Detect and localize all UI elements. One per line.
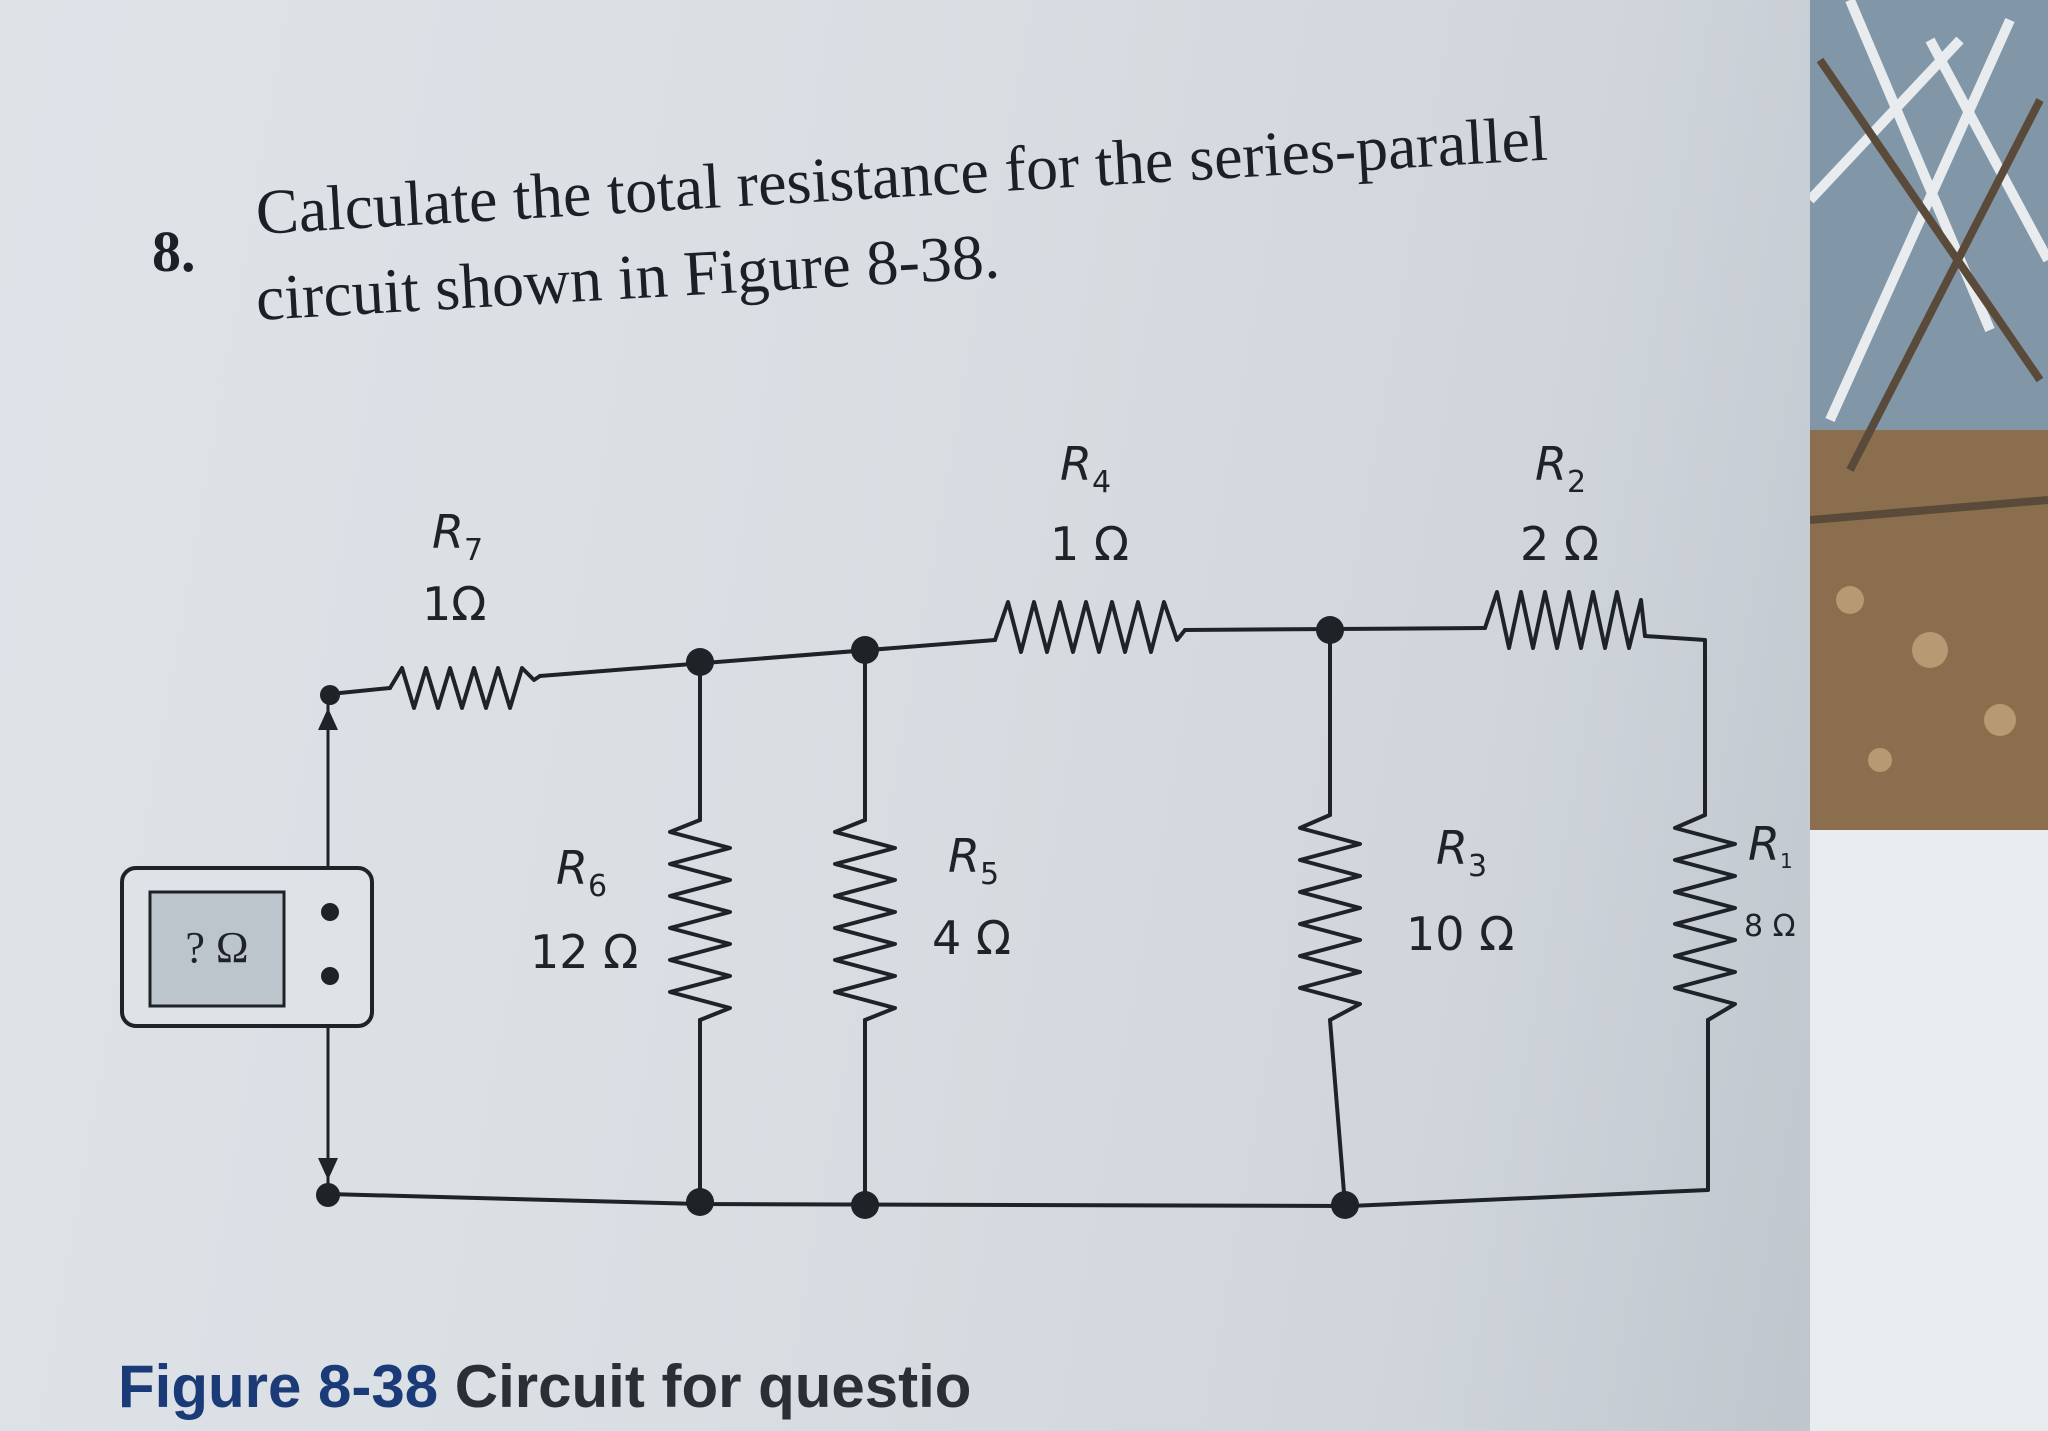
- resistor-r4-symbol: [993, 600, 1187, 654]
- wire-bottom: [326, 1018, 1710, 1208]
- resistor-r3-symbol: [1298, 813, 1362, 1022]
- side-photo-blank: [1810, 830, 2048, 1431]
- resistor-r5-symbol: [833, 818, 897, 1022]
- r1-name: R1: [1748, 817, 1793, 873]
- circuit-diagram: ? Ω R7 1Ω R4 1 Ω R2 2 Ω R6 12 Ω R5 4 Ω R…: [120, 437, 1796, 1219]
- arrow-down-icon: [318, 1158, 338, 1180]
- meter-display: [148, 890, 286, 1008]
- r3-value: 10 Ω: [1406, 907, 1514, 961]
- r4-name: R4: [1060, 437, 1111, 500]
- meter-terminal-bottom: [321, 967, 339, 985]
- resistor-r6-symbol: [668, 818, 732, 1022]
- resistor-r7-symbol: [388, 666, 542, 710]
- node-r6-top: [686, 648, 714, 676]
- figure-caption-text: Circuit for questio: [454, 1353, 972, 1420]
- ohmmeter: [120, 866, 374, 1028]
- r2-value: 2 Ω: [1520, 517, 1599, 571]
- wire-top-left: [328, 686, 392, 696]
- r4-value: 1 Ω: [1050, 517, 1129, 571]
- r3-name: R3: [1436, 821, 1487, 884]
- resistor-r2-symbol: [1483, 590, 1647, 650]
- wire-r3-bottom: [1328, 1018, 1347, 1207]
- r7-name: R7: [432, 505, 483, 568]
- r2-name: R2: [1535, 437, 1586, 500]
- node-input-top: [320, 685, 340, 705]
- node-r3-bottom: [1331, 1191, 1359, 1219]
- textbook-page: [0, 0, 1810, 1431]
- node-r3-top: [1316, 616, 1344, 644]
- question-number: 8.: [152, 219, 196, 284]
- node-input-bottom: [316, 1183, 340, 1207]
- meter-reading: ? Ω: [185, 923, 248, 972]
- meter-terminal-top: [321, 903, 339, 921]
- r6-name: R6: [556, 841, 607, 904]
- figure-caption: Figure 8-38 Circuit for questio: [118, 1352, 971, 1421]
- r5-value: 4 Ω: [932, 911, 1011, 965]
- node-r6-bottom: [686, 1188, 714, 1216]
- figure-label: Figure 8-38: [118, 1353, 439, 1420]
- side-photo: [1810, 0, 2048, 830]
- r5-name: R5: [948, 829, 999, 892]
- node-r5-bottom: [851, 1191, 879, 1219]
- r6-value: 12 Ω: [530, 925, 638, 979]
- wire-top-mid: [538, 638, 997, 678]
- r7-value: 1Ω: [422, 577, 486, 631]
- arrow-up-icon: [318, 708, 338, 730]
- resistor-r1-symbol: [1673, 813, 1737, 1022]
- wire-right-top: [1643, 634, 1707, 817]
- node-r5-top: [851, 636, 879, 664]
- r1-value: 8 Ω: [1744, 909, 1796, 944]
- scaffold-photo: [1810, 0, 2048, 830]
